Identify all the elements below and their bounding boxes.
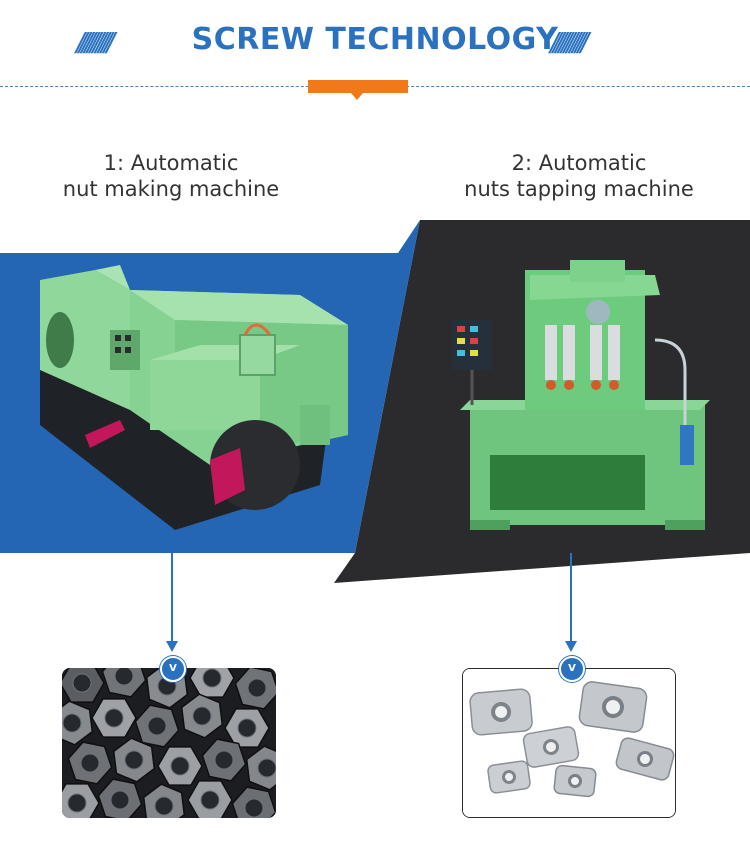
chevron-down-icon: V bbox=[160, 656, 186, 682]
hex-nuts-photo bbox=[62, 668, 276, 818]
hex-nut bbox=[142, 783, 186, 818]
machine-2-caption-line1: 2: Automatic bbox=[511, 151, 647, 175]
hex-nut bbox=[245, 745, 276, 791]
hex-nut bbox=[62, 700, 94, 746]
hex-nut bbox=[112, 737, 156, 783]
down-arrow-2 bbox=[565, 553, 577, 653]
header: //////////// SCREW TECHNOLOGY //////////… bbox=[0, 0, 750, 100]
machine-2-caption-line2: nuts tapping machine bbox=[464, 177, 694, 201]
hex-nuts-image bbox=[62, 668, 276, 818]
square-nut bbox=[522, 726, 580, 768]
square-nut bbox=[487, 760, 531, 794]
tapping-machine-image bbox=[452, 260, 710, 530]
square-nut bbox=[578, 681, 648, 733]
machine-1-caption-line1: 1: Automatic bbox=[103, 151, 239, 175]
hex-nut bbox=[62, 783, 100, 818]
hex-nut bbox=[187, 780, 233, 818]
down-arrow-1 bbox=[166, 553, 178, 653]
square-nuts-photo bbox=[462, 668, 676, 818]
hex-nut bbox=[67, 741, 113, 785]
orange-accent-bar bbox=[308, 80, 408, 93]
hex-nut bbox=[201, 738, 247, 782]
hex-nut bbox=[97, 778, 143, 818]
decorative-slashes-left: //////////// bbox=[76, 28, 115, 58]
hex-nut bbox=[157, 746, 203, 786]
orange-accent-pointer bbox=[351, 93, 363, 100]
hex-nut bbox=[62, 668, 105, 703]
machine-2-caption: 2: Automatic nuts tapping machine bbox=[429, 150, 729, 202]
hex-nut bbox=[234, 668, 276, 710]
hex-nut bbox=[101, 668, 147, 698]
hex-nut bbox=[91, 698, 137, 738]
square-nut bbox=[553, 764, 597, 798]
nut-making-machine-image bbox=[40, 265, 348, 530]
hex-nut bbox=[134, 704, 180, 748]
square-nut bbox=[615, 737, 675, 781]
square-nut bbox=[469, 688, 533, 736]
hex-nut bbox=[189, 668, 235, 698]
machine-1-caption: 1: Automatic nut making machine bbox=[21, 150, 321, 202]
decorative-slashes-right: //////////// bbox=[550, 28, 589, 58]
machines-banner bbox=[0, 220, 750, 583]
hex-nut bbox=[180, 693, 224, 739]
square-nuts-image bbox=[463, 669, 675, 817]
hex-nut bbox=[231, 786, 276, 818]
page-title: SCREW TECHNOLOGY bbox=[191, 22, 559, 57]
machine-1-caption-line2: nut making machine bbox=[62, 177, 280, 201]
chevron-down-icon: V bbox=[559, 656, 585, 682]
hex-nut bbox=[224, 708, 270, 748]
